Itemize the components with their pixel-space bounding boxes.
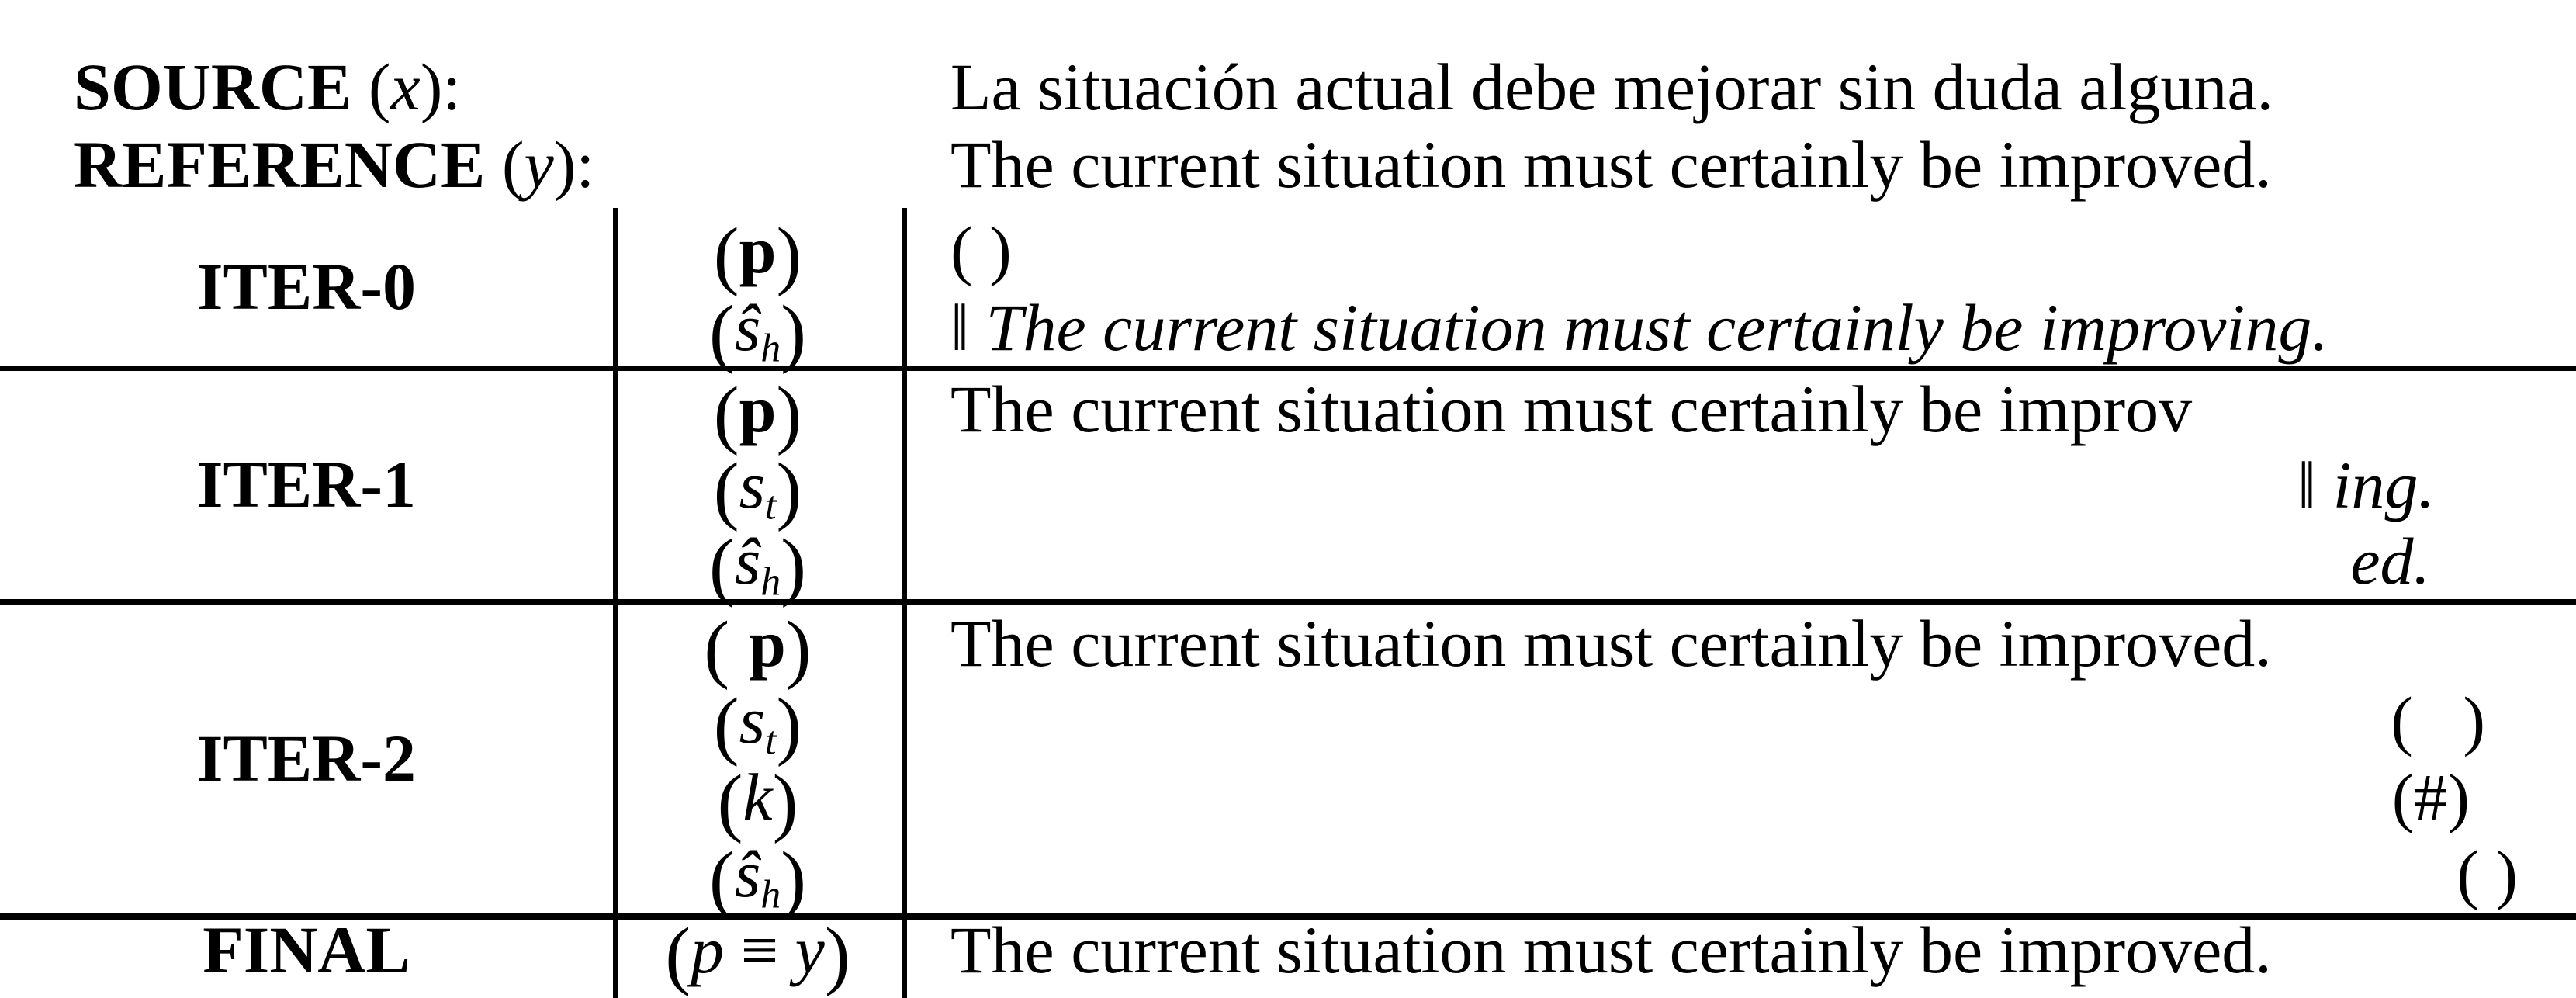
tag-paren-open: ( bbox=[713, 447, 739, 532]
reference-paren-open: ( bbox=[485, 127, 525, 202]
source-var-x: x bbox=[390, 50, 421, 124]
tag-paren-close: ) bbox=[781, 289, 807, 375]
row-divider-iter0-iter1 bbox=[0, 366, 2576, 371]
tag-symbol-s: s bbox=[739, 448, 766, 522]
tag-paren-open: ( bbox=[713, 682, 739, 768]
tag-subscript-h: h bbox=[760, 872, 781, 917]
tag-symbol-s: s bbox=[739, 683, 766, 757]
final-content: The current situation must certainly be … bbox=[950, 911, 2272, 989]
iter2-typed-text: ( ) bbox=[2391, 683, 2485, 757]
tag-s-hat-h-iter1: (ŝh) bbox=[613, 522, 902, 605]
reference-label: REFERENCE (y): bbox=[74, 126, 594, 203]
tag-p-iter0: (p) bbox=[613, 211, 902, 293]
tag-subscript-t: t bbox=[765, 483, 777, 528]
tag-s-hat-h-iter2: (ŝh) bbox=[613, 835, 902, 917]
tag-s-hat-h-iter0: (ŝh) bbox=[613, 289, 902, 371]
tag-p-equiv-y: (p ≡ y) bbox=[613, 911, 902, 993]
tag-paren-open: ( bbox=[713, 371, 739, 456]
tag-symbol-p: p bbox=[739, 372, 777, 446]
row-divider-iter1-iter2 bbox=[0, 599, 2576, 605]
equiv-symbol: ≡ bbox=[724, 913, 795, 987]
iter0-prefix-content: ( ) bbox=[950, 211, 1012, 289]
source-text: La situación actual debe mejorar sin dud… bbox=[950, 48, 2273, 126]
tag-subscript-h: h bbox=[760, 326, 781, 371]
source-label-word: SOURCE bbox=[74, 50, 352, 124]
iter1-prefix-text: The current situation must certainly be … bbox=[950, 372, 2193, 446]
tag-paren-close: ) bbox=[781, 836, 807, 921]
tag-paren-close: ) bbox=[772, 759, 798, 844]
tag-paren-close: ) bbox=[776, 371, 802, 456]
tag-s-t-iter1: (st) bbox=[613, 446, 902, 528]
parallel-marker: ‖ bbox=[2297, 448, 2333, 522]
tag-symbol-s-hat: ŝ bbox=[734, 524, 761, 598]
tag-paren-close: ) bbox=[776, 682, 802, 768]
tag-paren-open: ( bbox=[665, 912, 691, 997]
row-divider-iter2-final bbox=[0, 913, 2576, 920]
tag-symbol-s-hat: ŝ bbox=[734, 290, 761, 365]
iter0-prefix-text: ( ) bbox=[950, 213, 1012, 287]
source-paren-open: ( bbox=[351, 50, 391, 124]
tag-paren-open: ( bbox=[708, 836, 735, 921]
tag-paren-open: ( bbox=[708, 523, 735, 608]
tag-symbol-s-hat: ŝ bbox=[734, 837, 761, 911]
iter1-hypothesis-content: ed. bbox=[907, 522, 2576, 600]
row-label-iter0: ITER-0 bbox=[197, 249, 416, 324]
tag-symbol-p: p bbox=[748, 606, 786, 681]
tag-subscript-h: h bbox=[760, 560, 781, 605]
tag-s-t-iter2: (st) bbox=[613, 681, 902, 764]
iter2-typed-content: ( ) bbox=[907, 681, 2576, 759]
source-label: SOURCE (x): bbox=[74, 48, 461, 126]
reference-label-word: REFERENCE bbox=[74, 127, 486, 202]
iter0-hypothesis-content: ‖ The current situation must certainly b… bbox=[950, 289, 2328, 366]
iter1-typed-text: ing. bbox=[2332, 448, 2435, 522]
tag-paren-close: ) bbox=[781, 523, 807, 608]
source-sentence: La situación actual debe mejorar sin dud… bbox=[950, 50, 2274, 124]
tag-subscript-t: t bbox=[765, 719, 777, 764]
tag-paren-close: ) bbox=[776, 447, 802, 532]
iter1-hypothesis-text: ed. bbox=[2350, 524, 2430, 598]
reference-var-y: y bbox=[524, 127, 554, 202]
final-text: The current situation must certainly be … bbox=[950, 913, 2272, 987]
tag-k-iter2: (k) bbox=[613, 758, 902, 840]
tag-p-iter2: ( p) bbox=[613, 605, 902, 687]
reference-paren-close: ): bbox=[553, 127, 595, 202]
tag-paren-open: ( bbox=[708, 289, 735, 375]
reference-text: The current situation must certainly be … bbox=[950, 126, 2272, 203]
tag-paren-close: ) bbox=[824, 912, 850, 997]
row-label-iter1: ITER-1 bbox=[197, 447, 416, 522]
iter2-hypothesis-text: ( ) bbox=[2457, 837, 2518, 911]
row-label-iter2: ITER-2 bbox=[197, 721, 416, 795]
tag-paren-close: ) bbox=[776, 212, 802, 297]
iter2-keystroke-content: (#) bbox=[907, 758, 2576, 836]
parallel-marker: ‖ bbox=[950, 290, 986, 365]
tag-symbol-y: y bbox=[795, 913, 825, 987]
tag-paren-open: ( bbox=[713, 212, 739, 297]
source-paren-close: ): bbox=[420, 50, 462, 124]
tag-symbol-k: k bbox=[743, 760, 773, 834]
iter2-prefix-text: The current situation must certainly be … bbox=[950, 606, 2272, 681]
row-label-final: FINAL bbox=[203, 913, 410, 987]
tag-paren-open: ( bbox=[704, 605, 749, 691]
tag-symbol-p: p bbox=[739, 213, 777, 287]
iter1-prefix-content: The current situation must certainly be … bbox=[950, 370, 2192, 448]
tag-paren-close: ) bbox=[785, 605, 812, 691]
iter0-hypothesis-text: The current situation must certainly be … bbox=[985, 290, 2328, 365]
iter2-prefix-content: The current situation must certainly be … bbox=[950, 605, 2272, 682]
reference-sentence: The current situation must certainly be … bbox=[950, 127, 2272, 202]
iter1-typed-content: ‖ ing. bbox=[907, 446, 2576, 524]
tag-paren-open: ( bbox=[717, 759, 743, 844]
iter2-keystroke-text: (#) bbox=[2391, 760, 2470, 834]
tag-p-iter1: (p) bbox=[613, 370, 902, 452]
tag-symbol-p: p bbox=[691, 913, 725, 987]
iter2-hypothesis-content: ( ) bbox=[907, 835, 2576, 913]
